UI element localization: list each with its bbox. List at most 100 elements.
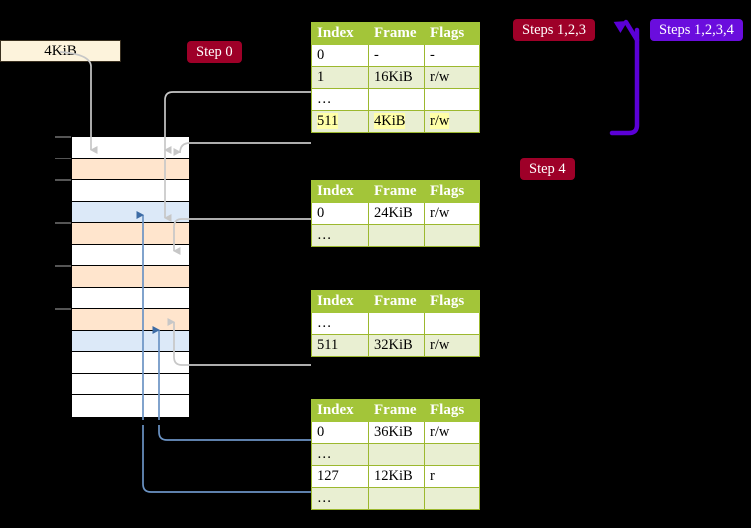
memory-frame-row <box>71 372 190 397</box>
table-row: … <box>311 88 480 111</box>
memory-frame-row <box>71 286 190 310</box>
memory-frame-row <box>71 329 190 353</box>
connector-table4-row127 <box>142 425 311 493</box>
memory-frame-row <box>71 351 190 375</box>
table-cell <box>368 224 425 247</box>
step4-label: Step 4 <box>529 161 566 177</box>
table-cell <box>424 224 480 247</box>
table-cell: 0 <box>311 44 369 67</box>
table-cell-highlighted: r/w <box>430 113 450 129</box>
table-cell: - <box>424 44 480 67</box>
memory-frame-row <box>71 308 190 332</box>
table-row: … <box>311 443 480 466</box>
column-header: Index <box>311 180 369 203</box>
memory-frame-row <box>71 157 190 181</box>
table-cell <box>424 312 480 335</box>
table-cell: … <box>311 88 369 111</box>
table-cell <box>424 487 480 510</box>
table-cell: 36KiB <box>368 421 425 444</box>
table-cell <box>424 88 480 111</box>
table-cell: … <box>311 487 369 510</box>
table-cell: … <box>311 224 369 247</box>
step4-badge: Step 4 <box>521 159 574 179</box>
table-cell: - <box>368 44 425 67</box>
steps123-label: Steps 1,2,3 <box>522 22 587 38</box>
memory-tick-mark <box>55 136 71 138</box>
table-cell: r/w <box>424 421 480 444</box>
table-cell: 0 <box>311 202 369 225</box>
column-header: Index <box>311 290 369 313</box>
step0-badge: Step 0 <box>188 42 241 62</box>
memory-frame-row <box>71 265 190 289</box>
table-cell: 1 <box>311 66 369 89</box>
column-header: Flags <box>424 399 480 422</box>
table-cell <box>368 443 425 466</box>
memory-tick-mark <box>55 308 71 310</box>
size-label-text: 4KiB <box>44 43 77 59</box>
table-row: 0-- <box>311 44 480 67</box>
column-header: Frame <box>368 22 425 45</box>
steps123-badge: Steps 1,2,3 <box>514 20 595 40</box>
physical-memory-column <box>55 136 190 418</box>
steps1234-label: Steps 1,2,3,4 <box>659 22 734 38</box>
memory-frame-row <box>71 394 190 418</box>
connector-table3-to-memory <box>167 318 311 366</box>
column-header: Frame <box>368 399 425 422</box>
table-cell: 24KiB <box>368 202 425 225</box>
memory-tick-mark <box>55 179 71 181</box>
column-header: Index <box>311 399 369 422</box>
table-row: … <box>311 487 480 510</box>
step0-label: Step 0 <box>196 44 233 60</box>
table-cell: … <box>311 312 369 335</box>
memory-frame-row <box>71 243 190 267</box>
memory-tick-mark <box>55 265 71 267</box>
connector-table4-row0 <box>158 425 311 441</box>
column-header: Flags <box>424 290 480 313</box>
table-cell <box>424 443 480 466</box>
table-cell: 0 <box>311 421 369 444</box>
steps1234-badge: Steps 1,2,3,4 <box>651 20 742 40</box>
size-label-box: 4KiB <box>0 40 121 62</box>
table-cell: 16KiB <box>368 66 425 89</box>
table-cell <box>368 312 425 335</box>
table-cell: r <box>424 465 480 488</box>
table-cell: r/w <box>424 66 480 89</box>
column-header: Index <box>311 22 369 45</box>
table-cell: r/w <box>424 202 480 225</box>
table-cell <box>368 487 425 510</box>
column-header: Flags <box>424 22 480 45</box>
purple-loop-arrow <box>609 27 640 136</box>
column-header: Frame <box>368 290 425 313</box>
memory-frame-row <box>71 136 190 160</box>
table-row: 511 4KiB r/w <box>311 110 480 133</box>
table-cell: r/w <box>424 334 480 357</box>
column-header: Flags <box>424 180 480 203</box>
table-row: … <box>311 224 480 247</box>
table-cell: 32KiB <box>368 334 425 357</box>
table-cell: 127 <box>311 465 369 488</box>
memory-frame-row <box>71 200 190 224</box>
table-cell-highlighted: 4KiB <box>374 113 406 129</box>
table-row: … <box>311 312 480 335</box>
memory-frame-row <box>71 179 190 203</box>
connector-table2-to-memory <box>173 218 311 255</box>
table-cell: … <box>311 443 369 466</box>
memory-frame-row <box>71 222 190 246</box>
column-header: Frame <box>368 180 425 203</box>
table-cell <box>368 88 425 111</box>
memory-tick-mark <box>55 222 71 224</box>
purple-arrow-head-line <box>613 19 640 43</box>
table-cell: 511 <box>311 334 369 357</box>
memory-tick-mark <box>55 157 71 160</box>
table-cell-highlighted: 511 <box>317 113 339 129</box>
table-cell: 12KiB <box>368 465 425 488</box>
